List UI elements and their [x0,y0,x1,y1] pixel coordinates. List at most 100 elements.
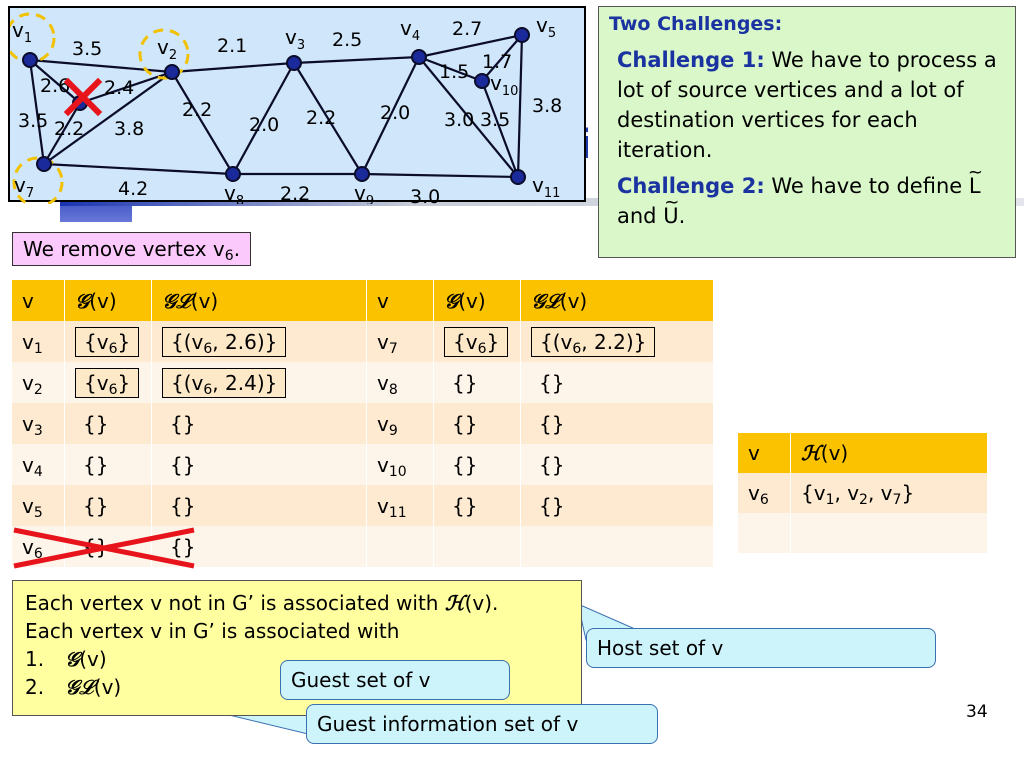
table-row: v5{}{}v11{}{} [12,485,714,526]
guest-set-cell: {} [433,403,521,444]
vertex-cell: v10 [366,444,434,485]
weight-label: 2.2 [54,118,84,140]
guest-table: v 𝒢(v) 𝒢ℒ(v) v 𝒢(v) 𝒢ℒ(v) v1 {v6} {(v6, 2.… [12,280,714,567]
node-v7 [36,156,52,172]
vertex-cell: v1 [12,321,65,362]
edge [481,34,523,82]
host-set: {v1, v2, v7} [790,473,988,513]
vertex-cell: v5 [12,485,65,526]
host-table: v ℋ(v) v6 {v1, v2, v7} [738,433,988,553]
table-row: v3{}{}v9{}{} [12,403,714,444]
label-v2: v2 [157,35,177,63]
vertex-cell: v2 [12,362,65,403]
vertex-cell: v3 [12,403,65,444]
edge [79,70,173,105]
weight-label: 2.7 [452,18,482,40]
vertex-cell: v4 [12,444,65,485]
host-set-callout: Host set of v [586,628,936,668]
guest-info-cell: {} [151,485,367,526]
removed-vertex-x-icon [63,77,103,117]
edge [171,71,234,175]
col-header: 𝒢(v) [64,280,152,321]
table-header-row: v 𝒢(v) 𝒢ℒ(v) v 𝒢(v) 𝒢ℒ(v) [12,280,714,321]
node-v2 [164,64,180,80]
edge [293,55,420,65]
col-header: v [12,280,65,321]
table-row: v6 {v1, v2, v7} [738,473,988,513]
edge-weights: 3.5 2.1 2.5 2.7 1.7 1.5 3.8 2.6 2.4 2.2 … [18,18,562,204]
vertex-labels: v1 v2 v3 v4 v5 v7 v8 v9 v10 v11 [12,13,560,204]
guest-set-cell: {} [64,444,152,485]
weight-label: 2.0 [380,102,410,124]
weight-label: 3.0 [410,186,440,204]
challenges-title: Two Challenges: [609,13,783,35]
col-header: 𝒢ℒ(v) [520,280,714,321]
col-header: 𝒢(v) [433,280,521,321]
node-v4 [411,49,427,65]
host-header-row: v ℋ(v) [738,433,988,473]
highlight-circle-v2 [138,28,190,80]
guest-info-cell: {} [520,362,714,403]
edge [29,58,173,74]
table-row: v1{v6}{(v6, 2.6)}v7{v6}{(v6, 2.2)} [12,321,714,362]
edge [28,59,46,165]
guest-info-cell: {(v6, 2.4)} [151,362,367,403]
weight-label: 2.5 [332,29,362,51]
guest-info-cell: {(v6, 2.6)} [151,321,367,362]
label-v4: v4 [400,16,420,44]
page-number: 34 [966,702,988,722]
node-v11 [510,169,526,185]
weight-label: 3.5 [18,110,48,132]
guest-set-cell: {} [433,362,521,403]
challenges-box: Two Challenges: Challenge 1: We have to … [598,6,1016,258]
edge [43,71,173,165]
guest-info-cell: {} [151,444,367,485]
node-v8 [225,166,241,182]
vertex-cell: v9 [366,403,434,444]
highlight-circle-v7 [12,156,64,204]
note-line-1: Each vertex v not in G’ is associated wi… [25,591,499,615]
guest-info-cell: {} [520,444,714,485]
challenge-1-text: We have to process a lot of source verti… [617,48,997,162]
table-row: v4{}{}v10{}{} [12,444,714,485]
guest-set-cell: {} [433,485,521,526]
note-line-2: Each vertex v in G’ is associated with [25,619,400,643]
guest-set-cell [433,526,521,567]
guest-set-cell: {} [64,403,152,444]
edge [361,172,519,179]
guest-set-cell: {v6} [433,321,521,362]
challenge-2: Challenge 2: We have to define ~L and ~U… [609,162,1005,231]
weight-label: 2.2 [280,183,310,204]
node-v10 [474,73,490,89]
label-v3: v3 [285,25,305,53]
label-v10: v10 [490,71,518,99]
weight-label: 3.8 [114,118,144,140]
weight-label: 3.0 [444,109,474,131]
label-v7: v7 [14,173,34,201]
edge [418,33,523,59]
weight-label: 2.6 [40,75,70,97]
label-v8: v8 [224,181,244,204]
vertex-cell: v8 [366,362,434,403]
table-row: v2{v6}{(v6, 2.4)}v8{}{} [12,362,714,403]
graph-edges [28,33,524,179]
guest-set-callout: Guest set of v [280,660,510,700]
guest-info-callout: Guest information set of v [306,704,658,744]
weight-label: 1.7 [482,51,512,73]
node-v3 [286,55,302,71]
weight-label: 3.5 [72,38,102,60]
guest-set-cell: {} [64,485,152,526]
node-v1 [22,52,38,68]
edge [43,102,81,165]
graph-svg: v1 v2 v3 v4 v5 v7 v8 v9 v10 v11 3.5 2.1 … [10,12,562,204]
guest-set-cell: {} [433,444,521,485]
edge [418,56,519,178]
vertex-cell: v11 [366,485,434,526]
guest-info-cell: {} [151,403,367,444]
weight-label: 2.4 [104,77,134,99]
node-v5 [514,27,530,43]
challenge-1: Challenge 1: We have to process a lot of… [609,45,1005,165]
weight-label: 2.2 [182,99,212,121]
edge [293,62,363,175]
graph-nodes [22,27,530,185]
